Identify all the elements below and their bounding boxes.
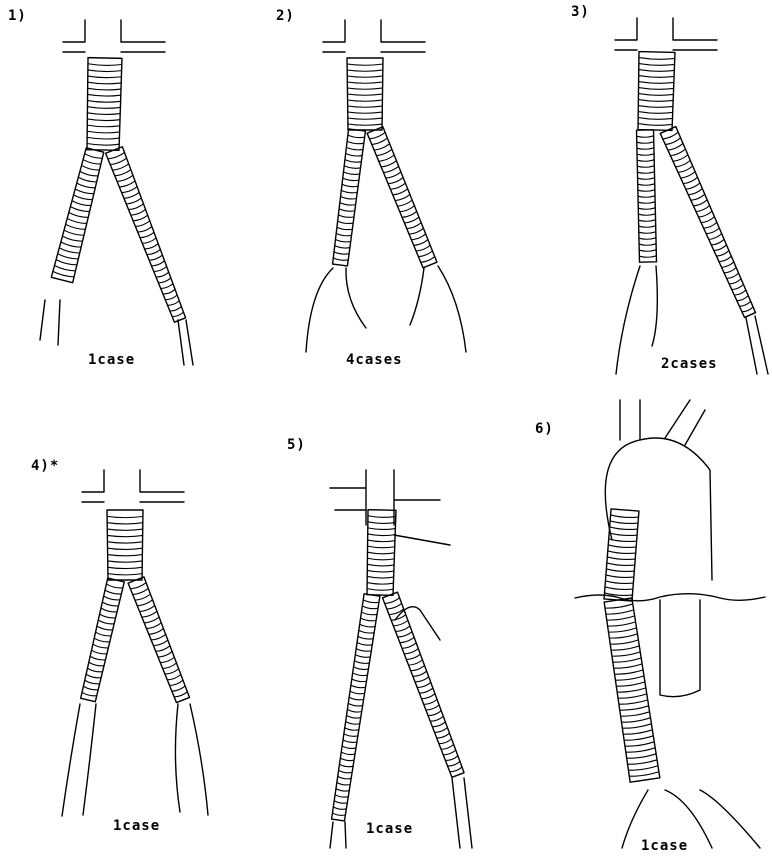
panel-4-label: 4)*	[31, 458, 59, 474]
p1-leg-1	[58, 300, 60, 345]
panel-2-label: 2)	[276, 8, 295, 24]
p5-graft-left-rings	[332, 600, 378, 815]
p4-graft-trunk-rings	[107, 516, 143, 575]
p2-leg-1	[346, 268, 366, 328]
p6-arch-outer	[605, 438, 712, 580]
p4-graft-right	[128, 577, 189, 703]
p4-graft-trunk	[107, 510, 143, 580]
p3-graft-right-rings	[663, 132, 753, 312]
p1-aorta-upper	[63, 20, 165, 42]
p3-graft-trunk-rings	[638, 58, 675, 126]
p3-leg-1	[652, 266, 657, 346]
p1-graft-trunk-rings	[87, 64, 122, 145]
panel-3-label: 3)	[571, 4, 590, 20]
p4-graft-right-rings	[130, 583, 187, 697]
panel-5-caption: 1case	[366, 821, 413, 837]
p5-graft-trunk-rings	[367, 516, 396, 590]
panel-6-caption: 1case	[641, 838, 688, 854]
p2-graft-left-rings	[333, 135, 364, 260]
p1-leg-0	[40, 300, 45, 340]
p4-leg-0	[62, 704, 80, 816]
p4-leg-2	[175, 704, 180, 812]
p5-side-branch	[395, 607, 440, 640]
p2-graft-right	[367, 127, 437, 268]
p4-leg-1	[83, 704, 96, 815]
p4-leg-3	[190, 704, 208, 815]
p4-aorta-upper	[82, 470, 184, 492]
panel-6-label: 6)	[535, 421, 554, 437]
p4-graft-left	[81, 578, 125, 702]
p3-leg-2	[746, 318, 757, 374]
p5-graft-left	[332, 594, 380, 821]
p6-graft-lower-rings	[605, 604, 659, 776]
panel-2-caption: 4cases	[346, 352, 403, 368]
p2-leg-0	[306, 268, 333, 352]
p5-branches	[335, 510, 450, 545]
p5-leg-0	[330, 822, 333, 848]
p1-graft-right-rings	[108, 152, 184, 316]
p6-aorta-segment	[660, 600, 700, 697]
p1-leg-3	[186, 320, 193, 365]
p2-graft-right-rings	[369, 132, 434, 262]
p5-leg-2	[452, 778, 460, 848]
p1-graft-right	[106, 147, 186, 322]
p1-graft-left	[51, 148, 103, 283]
p5-leg-3	[464, 778, 472, 848]
p2-leg-2	[410, 268, 424, 325]
p5-aorta-upper	[330, 470, 440, 525]
p1-leg-2	[178, 320, 184, 365]
p5-graft-right-rings	[385, 598, 462, 772]
p3-leg-3	[755, 316, 768, 374]
panel-5-label: 5)	[287, 437, 306, 453]
panel-3-caption: 2cases	[661, 356, 718, 372]
p2-aorta-upper	[323, 20, 425, 42]
p2-leg-3	[438, 266, 466, 352]
p1-graft-left-rings	[53, 154, 102, 277]
p2-graft-trunk-rings	[347, 64, 383, 125]
panel-4-caption: 1case	[113, 818, 160, 834]
p5-leg-1	[345, 822, 346, 848]
panel-1-caption: 1case	[88, 352, 135, 368]
p3-aorta-upper	[615, 18, 717, 40]
panel-1-label: 1)	[8, 8, 27, 24]
p3-leg-0	[616, 266, 640, 374]
